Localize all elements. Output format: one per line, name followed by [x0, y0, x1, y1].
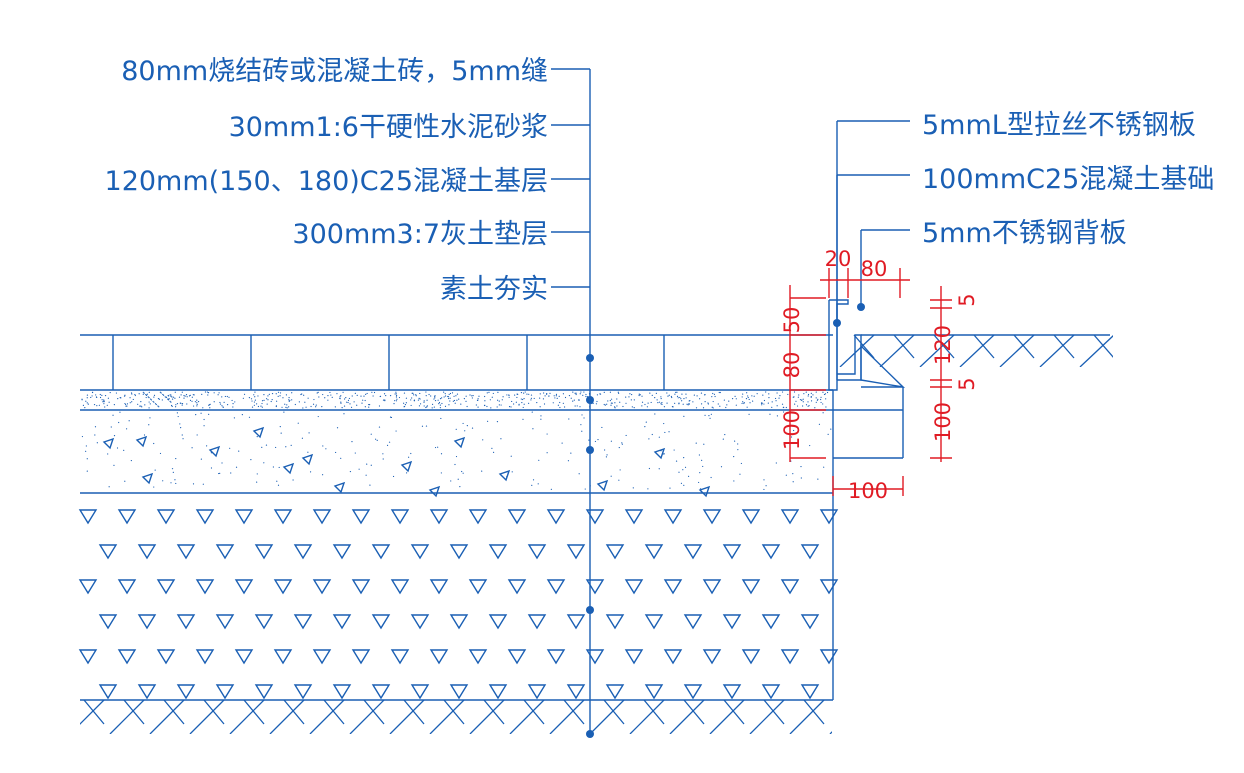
dim-right-5-top: 5 [955, 293, 979, 306]
compacted-soil-hatch [80, 700, 832, 734]
dim-right-5-mid: 5 [955, 377, 979, 390]
dimension-lines [789, 268, 952, 496]
lime-soil-layer [78, 509, 839, 701]
label-steel-backplate: 5mm不锈钢背板 [922, 218, 1127, 249]
dim-right-100: 100 [931, 402, 955, 442]
dim-top-width: 80 [861, 257, 888, 281]
layer-label-compacted-soil: 素土夯实 [440, 274, 548, 305]
layer-labels-left: 80mm烧结砖或混凝土砖，5mm缝 30mm1:6干硬性水泥砂浆 120mm(1… [105, 56, 548, 305]
dim-left-50: 50 [780, 307, 804, 334]
dim-top-gap: 20 [825, 247, 852, 271]
label-l-steel-plate: 5mmL型拉丝不锈钢板 [922, 110, 1196, 141]
dimension-labels: 20 80 50 80 100 5 120 5 100 100 [780, 247, 979, 503]
layer-label-mortar: 30mm1:6干硬性水泥砂浆 [229, 112, 548, 143]
dim-left-80: 80 [780, 352, 804, 379]
dim-bottom-100: 100 [848, 479, 888, 503]
leader-lines-left [551, 68, 594, 738]
right-ground-hatch [839, 335, 1113, 367]
dim-right-120: 120 [931, 325, 955, 365]
label-concrete-foundation: 100mmC25混凝土基础 [922, 164, 1214, 195]
layer-label-lime-soil: 300mm3:7灰土垫层 [292, 219, 548, 250]
layer-label-brick: 80mm烧结砖或混凝土砖，5mm缝 [121, 56, 548, 87]
dim-left-100: 100 [780, 410, 804, 450]
layer-labels-right: 5mmL型拉丝不锈钢板 100mmC25混凝土基础 5mm不锈钢背板 [922, 110, 1214, 249]
mortar-layer [80, 391, 833, 411]
brick-layer [80, 334, 833, 391]
concrete-base-layer [80, 411, 833, 498]
layer-label-concrete-base: 120mm(150、180)C25混凝土基层 [105, 166, 548, 197]
edge-detail [828, 299, 1110, 700]
